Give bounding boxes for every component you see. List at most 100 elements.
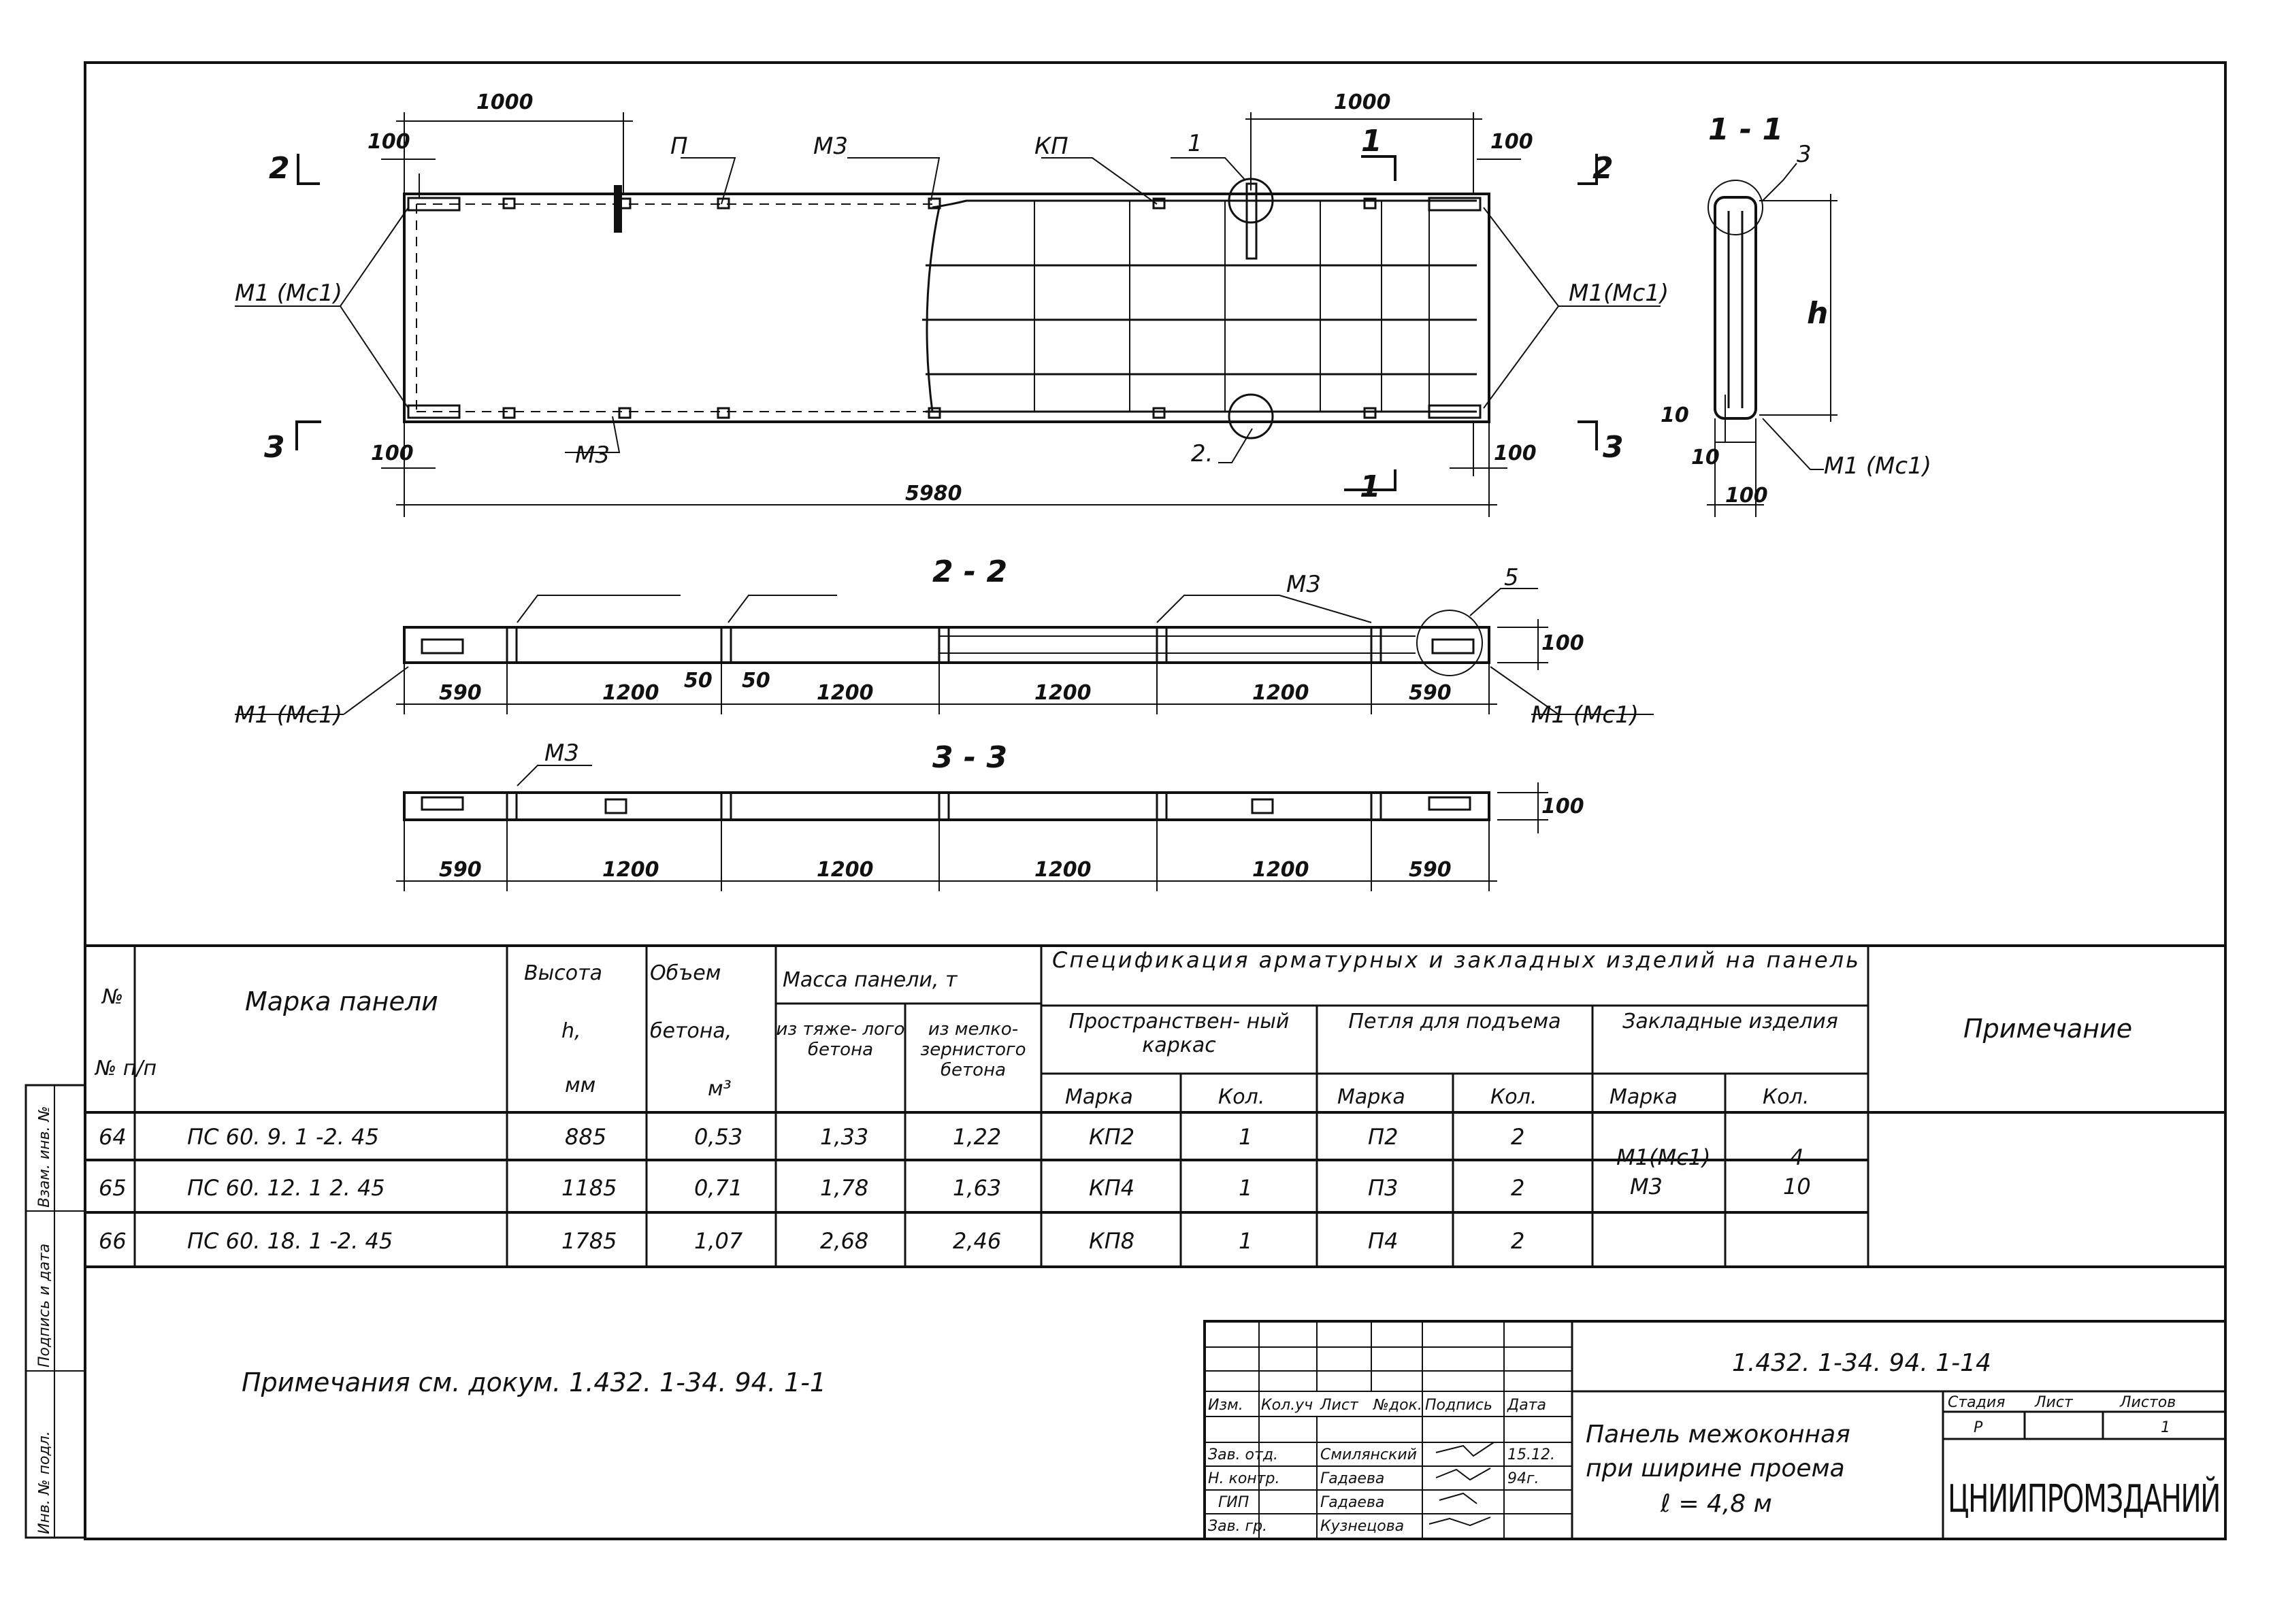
plan-dim-top-right: 1000 <box>1334 90 1391 114</box>
section-3-3-dim-3: 1200 <box>817 858 874 882</box>
label-callout-2: 2. <box>1191 440 1213 467</box>
section-2-2-dim-5: 1200 <box>1252 681 1309 705</box>
label-m1-left: М1 (Мс1) <box>235 280 342 307</box>
hdr-embed-qty: Кол. <box>1763 1085 1809 1109</box>
section-2-2-callout-5: 5 <box>1504 564 1519 591</box>
plan-dim-edge-tl: 100 <box>367 130 410 154</box>
hdr-frame: Пространствен- ный каркас <box>1068 1010 1290 1057</box>
table-row: 64 ПС 60. 9. 1 -2. 45 885 0,53 1,33 1,22… <box>99 1124 1524 1150</box>
hdr-loop-mark: Марка <box>1337 1085 1405 1109</box>
row2-vol: 0,71 <box>694 1175 742 1201</box>
row1-vol: 0,53 <box>694 1124 742 1150</box>
label-callout-1: 1 <box>1188 130 1203 157</box>
cut-3-left: 3 <box>264 430 285 465</box>
section-2-2-small-50a: 50 <box>684 669 713 693</box>
tb-col-data: Дата <box>1507 1397 1546 1414</box>
sheet-frame <box>84 61 2227 1540</box>
section-3-3-dim-6: 590 <box>1409 858 1452 882</box>
section-2-2-dim-1: 590 <box>439 681 482 705</box>
row1-loop-mark: П2 <box>1368 1124 1398 1150</box>
label-kp: КП <box>1034 133 1068 160</box>
hdr-num-1: № <box>101 985 123 1009</box>
side-stamp: Инв. № подл. Подпись и дата Взам. инв. № <box>24 1084 86 1539</box>
section-1-1-m1: М1 (Мс1) <box>1824 452 1931 480</box>
row3-m-fine: 2,46 <box>953 1228 1001 1254</box>
tb-title-2: при ширине проема <box>1586 1455 1845 1482</box>
section-2-2-m1-left: М1 (Мс1) <box>235 701 342 729</box>
stamp-inv-podl: Инв. № подл. <box>36 1431 53 1534</box>
tb-role-2: Н. контр. <box>1208 1470 1279 1487</box>
label-m3-bottom: М3 <box>575 442 610 469</box>
section-2-2-height: 100 <box>1541 631 1584 655</box>
label-m3-top: М3 <box>813 133 848 160</box>
hdr-num: № п/п <box>94 1057 157 1080</box>
row3-frame-mark: КП8 <box>1089 1228 1134 1254</box>
stamp-signature: Подпись и дата <box>36 1244 53 1368</box>
table-row: 66 ПС 60. 18. 1 -2. 45 1785 1,07 2,68 2,… <box>99 1228 1524 1254</box>
hdr-mass-fine: из мелко- зернистого бетона <box>920 1019 1026 1080</box>
plan-view: 1000 1000 100 100 100 100 5980 П М3 КП 1… <box>235 90 1669 517</box>
cut-2-left: 2 <box>269 151 290 186</box>
row3-num: 66 <box>99 1228 127 1254</box>
hdr-mass-heavy: из тяже- лого бетона <box>776 1019 905 1060</box>
section-2-2-m3: М3 <box>1286 571 1321 598</box>
row3-m-heavy: 2,68 <box>820 1228 868 1254</box>
tb-role-3: ГИП <box>1218 1494 1249 1511</box>
section-1-1-h: h <box>1807 296 1828 331</box>
row1-frame-mark: КП2 <box>1089 1124 1134 1150</box>
section-1-1-dim-10a: 10 <box>1661 403 1689 427</box>
hdr-note: Примечание <box>1963 1014 2132 1044</box>
plan-dim-edge-bl: 100 <box>371 442 414 465</box>
hdr-embed-mark: Марка <box>1610 1085 1678 1109</box>
tb-sheet-label: Лист <box>2034 1394 2074 1411</box>
tb-sheets: 1 <box>2161 1419 2170 1436</box>
row1-h: 885 <box>565 1124 606 1150</box>
row2-num: 65 <box>99 1175 127 1201</box>
row2-loop-mark: П3 <box>1368 1175 1398 1201</box>
hdr-loop: Петля для подъема <box>1348 1010 1561 1033</box>
hdr-volume-unit: м³ <box>708 1077 732 1101</box>
section-2-2-title: 2 - 2 <box>932 554 1007 589</box>
row2-loop-qty: 2 <box>1511 1175 1524 1201</box>
row1-num: 64 <box>99 1124 127 1150</box>
plan-dim-edge-br: 100 <box>1494 442 1537 465</box>
cut-2-right: 2 <box>1592 151 1614 186</box>
section-1-1-dim-10b: 10 <box>1691 446 1720 469</box>
hdr-embed: Закладные изделия <box>1622 1010 1838 1033</box>
embed-qty-2: 10 <box>1783 1174 1811 1199</box>
embed-mark-1: М1(Мс1) <box>1616 1144 1711 1170</box>
tb-name-2: Гадаева <box>1320 1470 1384 1487</box>
row1-m-heavy: 1,33 <box>820 1124 868 1150</box>
row3-vol: 1,07 <box>694 1228 743 1254</box>
section-3-3-dim-1: 590 <box>439 858 482 882</box>
stamp-vzam: Взам. инв. № <box>36 1106 53 1208</box>
section-3-3-m3: М3 <box>544 740 579 767</box>
tb-date-1: 15.12. <box>1507 1446 1555 1463</box>
tb-name-1: Смилянский <box>1320 1446 1417 1463</box>
plan-dim-overall: 5980 <box>905 482 962 506</box>
section-1-1-dim-100: 100 <box>1725 484 1768 508</box>
section-2-2-dim-4: 1200 <box>1034 681 1092 705</box>
cut-1-top: 1 <box>1361 124 1382 159</box>
section-2-2-dim-2: 1200 <box>602 681 659 705</box>
section-1-1-title: 1 - 1 <box>1708 112 1783 147</box>
row1-frame-qty: 1 <box>1239 1124 1252 1150</box>
row2-mark: ПС 60. 12. 1 2. 45 <box>187 1175 385 1201</box>
tb-doc-code: 1.432. 1-34. 94. 1-14 <box>1732 1349 1991 1377</box>
section-3-3-dim-5: 1200 <box>1252 858 1309 882</box>
row2-m-fine: 1,63 <box>953 1175 1001 1201</box>
tb-sheets-label: Листов <box>2119 1394 2176 1411</box>
panel-outline <box>403 193 1490 423</box>
embed-mark-2: М3 <box>1630 1174 1663 1199</box>
row3-loop-mark: П4 <box>1368 1228 1398 1254</box>
tb-org: ЦНИИПРОМЗДАНИЙ <box>1948 1476 2220 1521</box>
row3-frame-qty: 1 <box>1239 1228 1252 1254</box>
hdr-mass-title: Масса панели, т <box>783 968 958 992</box>
section-3-3-dim-2: 1200 <box>602 858 659 882</box>
tb-col-list: Лист <box>1320 1397 1359 1414</box>
row1-mark: ПС 60. 9. 1 -2. 45 <box>187 1124 379 1150</box>
row3-loop-qty: 2 <box>1511 1228 1524 1254</box>
tb-stage: Р <box>1974 1419 1983 1436</box>
